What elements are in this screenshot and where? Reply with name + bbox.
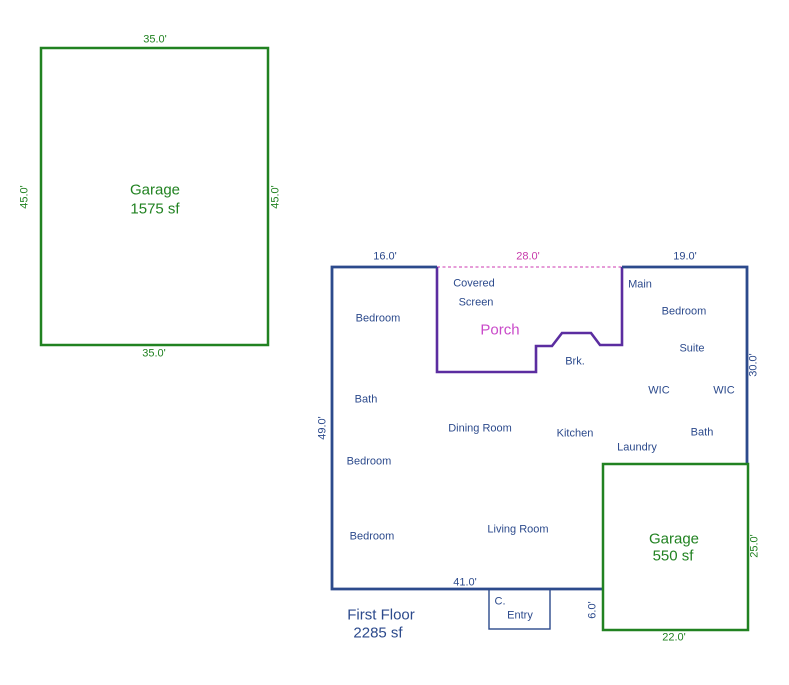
- house-outline-right: [622, 265, 749, 464]
- detached-garage-dim-left: 45.0': [18, 185, 31, 209]
- detached-garage-outline: [39, 46, 270, 347]
- room-bath-w: Bath: [354, 393, 378, 406]
- room-main: Main: [628, 278, 652, 291]
- room-bedroom-w: Bedroom: [346, 455, 392, 468]
- room-living: Living Room: [487, 523, 549, 536]
- first-floor-caption: First Floor: [347, 606, 415, 624]
- dim-porch-top: 28.0': [516, 250, 540, 263]
- dim-left: 49.0': [316, 416, 329, 440]
- house-outline-left: [330, 265, 603, 591]
- room-wic-w: WIC: [648, 384, 670, 397]
- detached-garage-label: Garage: [129, 181, 181, 199]
- room-laundry: Laundry: [617, 441, 657, 454]
- room-bedroom-nw: Bedroom: [355, 312, 401, 325]
- room-entry: Entry: [507, 609, 533, 622]
- detached-garage-area: 1575 sf: [130, 200, 180, 218]
- dim-bottom: 41.0': [453, 576, 477, 589]
- attached-garage-dim-right: 25.0': [748, 534, 761, 558]
- dim-right: 30.0': [747, 353, 760, 377]
- room-dining: Dining Room: [448, 422, 512, 435]
- room-screen: Screen: [458, 296, 494, 309]
- room-closet: C.: [494, 595, 506, 608]
- room-brk: Brk.: [565, 355, 585, 368]
- room-porch: Porch: [480, 321, 520, 339]
- room-suite: Suite: [679, 342, 705, 355]
- dim-top-right: 19.0': [673, 250, 697, 263]
- attached-garage-label: Garage: [648, 530, 700, 548]
- room-kitchen: Kitchen: [556, 427, 594, 440]
- attached-garage-area: 550 sf: [652, 547, 694, 565]
- room-bedroom-sw: Bedroom: [349, 530, 395, 543]
- detached-garage-dim-bottom: 35.0': [142, 347, 166, 360]
- first-floor-area: 2285 sf: [353, 624, 403, 642]
- room-covered: Covered: [453, 277, 495, 290]
- dim-garage-offset: 6.0': [586, 601, 599, 619]
- detached-garage-dim-right: 45.0': [269, 185, 282, 209]
- room-bath-e: Bath: [690, 426, 714, 439]
- porch-outline: [435, 267, 624, 374]
- attached-garage-outline: [601, 462, 750, 632]
- detached-garage-dim-top: 35.0': [143, 33, 167, 46]
- room-wic-e: WIC: [713, 384, 735, 397]
- attached-garage-dim-bottom: 22.0': [662, 631, 686, 644]
- room-bedroom-e: Bedroom: [661, 305, 707, 318]
- dim-top-left: 16.0': [373, 250, 397, 263]
- entry-box: [488, 588, 551, 630]
